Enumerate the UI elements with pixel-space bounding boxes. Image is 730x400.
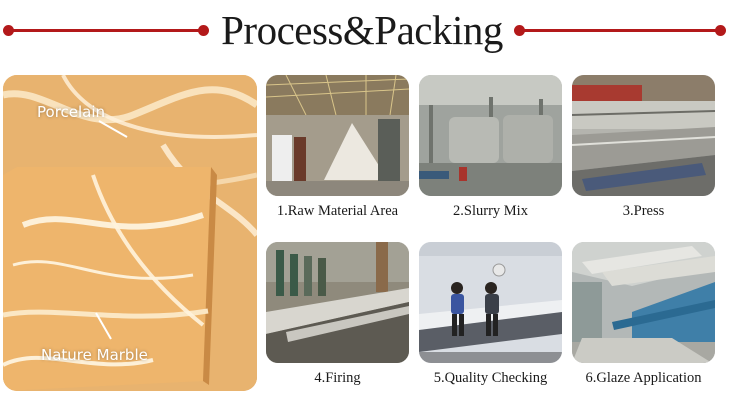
slurry-mixer-photo [419, 75, 562, 196]
header-dot [514, 25, 525, 36]
process-step-raw-material: 1.Raw Material Area [266, 75, 409, 219]
step-caption: 2.Slurry Mix [453, 203, 528, 219]
process-step-firing: 4.Firing [266, 242, 409, 386]
porcelain-label: Porcelain [37, 103, 106, 121]
step-caption: 4.Firing [314, 370, 361, 386]
page-title: Process&Packing [221, 7, 503, 53]
step-caption: 3.Press [622, 203, 665, 219]
marble-comparison-image: Porcelain Nature Marble [3, 75, 257, 391]
process-step-quality-checking: 5.Quality Checking [419, 242, 562, 386]
quality-check-photo [419, 242, 562, 363]
process-step-glaze-application: 6.Glaze Application [572, 242, 715, 386]
step-caption: 5.Quality Checking [433, 370, 548, 386]
header-rule-right [521, 29, 721, 32]
header-dot [715, 25, 726, 36]
press-machine-photo [572, 75, 715, 196]
header-dot [3, 25, 14, 36]
glaze-line-photo [572, 242, 715, 363]
header-rule-left [8, 29, 204, 32]
kiln-firing-photo [266, 242, 409, 363]
header-dot [198, 25, 209, 36]
nature-marble-label: Nature Marble [41, 346, 148, 364]
factory-raw-material-photo [266, 75, 409, 196]
step-caption: 1.Raw Material Area [276, 203, 399, 219]
step-caption: 6.Glaze Application [585, 370, 702, 386]
onyx-texture-illustration [3, 75, 257, 391]
process-step-slurry-mix: 2.Slurry Mix [419, 75, 562, 219]
process-step-press: 3.Press [572, 75, 715, 219]
